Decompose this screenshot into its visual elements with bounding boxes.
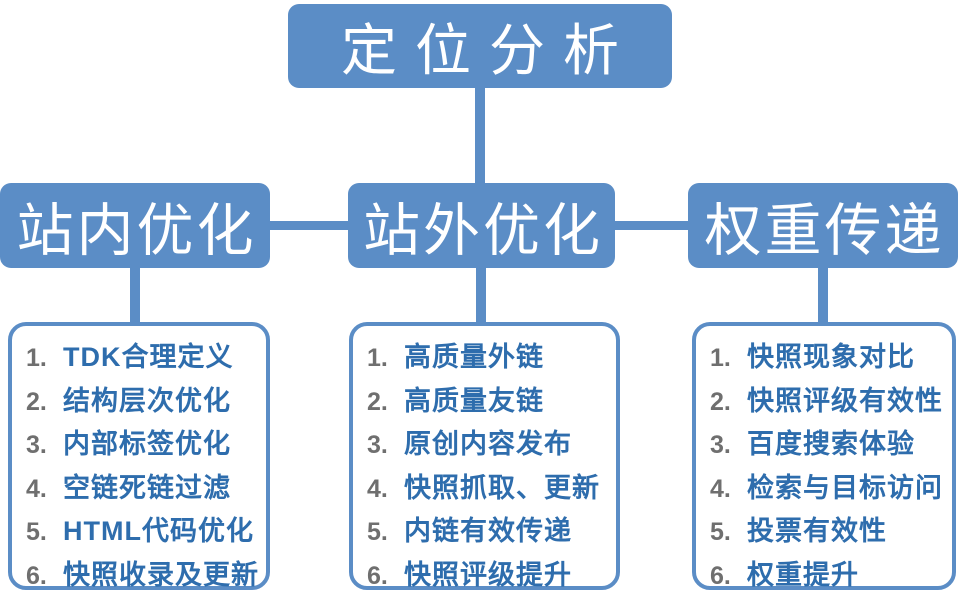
item-number: 6.: [367, 561, 388, 590]
item-number: 6.: [26, 561, 47, 590]
list-item: 6. 权重提升: [710, 553, 948, 592]
item-number: 1.: [367, 344, 388, 372]
list-item: 5. 投票有效性: [710, 509, 948, 553]
item-text: 快照收录及更新: [63, 559, 259, 590]
item-text: 内部标签优化: [63, 429, 231, 459]
list-item: 3. 内部标签优化: [26, 422, 262, 466]
connector-branch1-to-list: [130, 264, 140, 324]
list-item: 5. 内链有效传递: [367, 509, 612, 553]
item-number: 3.: [26, 431, 47, 459]
onsite-item-list: 1. TDK合理定义 2. 结构层次优化 3. 内部标签优化 4. 空链死链过滤…: [12, 326, 266, 592]
item-text: 投票有效性: [747, 516, 887, 546]
list-item: 1. 快照现象对比: [710, 335, 948, 379]
branch-node-onsite-optimization: 站内优化: [0, 183, 270, 268]
branch-node-offsite-optimization: 站外优化: [348, 183, 615, 268]
item-number: 3.: [710, 431, 731, 459]
list-box-offsite-optimization: 1. 高质量外链 2. 高质量友链 3. 原创内容发布 4. 快照抓取、更新 5…: [349, 322, 620, 590]
list-item: 3. 原创内容发布: [367, 422, 612, 466]
item-text: 原创内容发布: [404, 429, 572, 459]
connector-branch3-to-list: [818, 264, 828, 324]
item-text: 百度搜索体验: [747, 429, 915, 459]
item-text: 快照评级提升: [404, 559, 572, 590]
item-text: 快照评级有效性: [747, 385, 943, 416]
item-number: 1.: [26, 344, 47, 372]
item-number: 5.: [367, 518, 388, 546]
item-text: HTML代码优化: [63, 516, 254, 546]
list-item: 6. 快照评级提升: [367, 553, 612, 592]
branch-node-weight-transfer: 权重传递: [688, 183, 958, 268]
item-number: 5.: [26, 518, 47, 546]
list-item: 2. 快照评级有效性: [710, 379, 948, 423]
item-text: 高质量外链: [404, 342, 544, 372]
item-number: 4.: [710, 474, 731, 503]
item-text: 检索与目标访问: [747, 472, 943, 503]
item-text: TDK合理定义: [63, 342, 234, 372]
item-number: 2.: [26, 387, 47, 416]
list-item: 6. 快照收录及更新: [26, 553, 262, 592]
list-item: 5. HTML代码优化: [26, 509, 262, 553]
list-item: 1. 高质量外链: [367, 335, 612, 379]
item-text: 权重提升: [747, 559, 859, 590]
item-text: 高质量友链: [404, 385, 544, 416]
item-number: 2.: [367, 387, 388, 416]
branch-node-label: 站内优化: [16, 198, 257, 263]
root-node-label: 定位分析: [341, 18, 637, 82]
list-item: 4. 快照抓取、更新: [367, 466, 612, 510]
item-text: 快照现象对比: [747, 342, 915, 372]
item-number: 5.: [710, 518, 731, 546]
item-number: 6.: [710, 561, 731, 590]
item-text: 空链死链过滤: [63, 472, 231, 503]
branch-node-label: 站外优化: [363, 198, 603, 263]
item-number: 4.: [26, 474, 47, 503]
item-text: 内链有效传递: [404, 516, 572, 546]
list-box-weight-transfer: 1. 快照现象对比 2. 快照评级有效性 3. 百度搜索体验 4. 检索与目标访…: [692, 322, 956, 590]
offsite-item-list: 1. 高质量外链 2. 高质量友链 3. 原创内容发布 4. 快照抓取、更新 5…: [353, 326, 616, 592]
item-text: 结构层次优化: [63, 385, 231, 416]
weight-item-list: 1. 快照现象对比 2. 快照评级有效性 3. 百度搜索体验 4. 检索与目标访…: [696, 326, 952, 592]
item-number: 3.: [367, 431, 388, 459]
connector-branch2-to-list: [476, 264, 486, 324]
item-number: 2.: [710, 387, 731, 416]
item-number: 1.: [710, 344, 731, 372]
root-node-positioning-analysis: 定位分析: [288, 4, 672, 88]
item-number: 4.: [367, 474, 388, 503]
list-item: 2. 结构层次优化: [26, 379, 262, 423]
list-item: 4. 检索与目标访问: [710, 466, 948, 510]
list-item: 2. 高质量友链: [367, 379, 612, 423]
connector-root-vertical: [475, 86, 485, 188]
list-item: 4. 空链死链过滤: [26, 466, 262, 510]
list-item: 1. TDK合理定义: [26, 335, 262, 379]
list-box-onsite-optimization: 1. TDK合理定义 2. 结构层次优化 3. 内部标签优化 4. 空链死链过滤…: [8, 322, 270, 590]
item-text: 快照抓取、更新: [404, 472, 600, 503]
branch-node-label: 权重传递: [704, 198, 945, 263]
list-item: 3. 百度搜索体验: [710, 422, 948, 466]
